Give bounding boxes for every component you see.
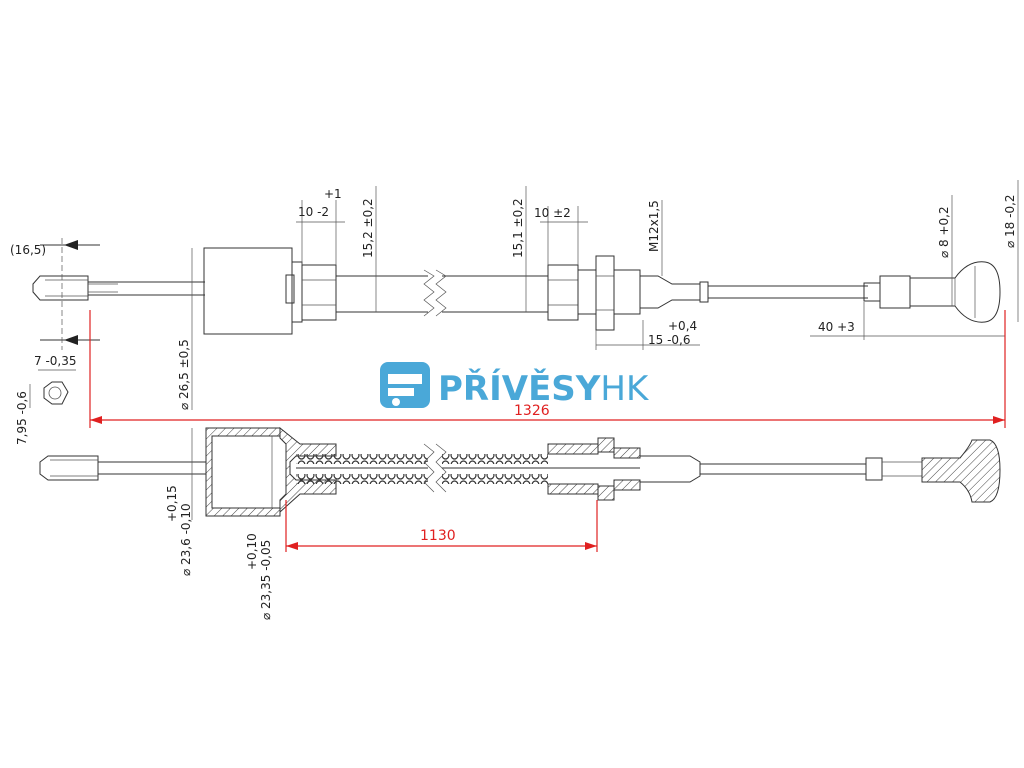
logo-text-main: PŘÍVĚSY (438, 368, 601, 409)
svg-text:PŘÍVĚSYHK: PŘÍVĚSYHK (438, 368, 650, 409)
dim-10-pm2: 10 ±2 (534, 206, 571, 220)
top-dimensions: (16,5) ⌀ 26,5 ±0,5 +1 10 -2 15,2 ±0,2 15… (10, 180, 1019, 410)
knob-section (921, 439, 1001, 503)
dim-23-6-tol: +0,15 (165, 485, 179, 522)
dim-d18: ⌀ 18 -0,2 (1003, 194, 1017, 248)
dim-1326: 1326 (514, 403, 550, 419)
dim-1326-group: 1326 (89, 310, 1006, 428)
hex-detail: 7 -0,35 7,95 -0,6 (15, 354, 77, 445)
dim-26-5: ⌀ 26,5 ±0,5 (177, 339, 191, 410)
section-view: +0,15 ⌀ 23,6 -0,10 +0,10 ⌀ 23,35 -0,05 (39, 426, 1001, 620)
hex-nut-left (301, 264, 337, 321)
dim-7-95: 7,95 -0,6 (15, 391, 29, 445)
dim-15-06: 15 -0,6 (648, 333, 691, 347)
pull-knob (909, 261, 1001, 323)
hex-nut-right (547, 264, 579, 321)
dim-23-35: ⌀ 23,35 -0,05 (259, 540, 273, 620)
dim-1130-group: 1130 (285, 500, 598, 552)
m12-nut (595, 255, 615, 331)
break-mark (423, 269, 435, 317)
eyelet-end (32, 275, 89, 301)
dim-m12: M12x1,5 (647, 200, 661, 252)
eyelet-section (39, 455, 99, 481)
hex-section (43, 381, 69, 405)
brand-logo: PŘÍVĚSYHK (380, 362, 650, 409)
dim-d8: ⌀ 8 +0,2 (937, 206, 951, 258)
dim-23-6: ⌀ 23,6 -0,10 (179, 503, 193, 576)
dim-23-35-tol: +0,10 (245, 533, 259, 570)
top-view (32, 247, 1001, 335)
dim-15-1: 15,1 ±0,2 (511, 198, 525, 258)
dim-10-tol: +1 (324, 187, 342, 201)
logo-icon (380, 362, 430, 408)
dim-40-3: 40 +3 (818, 320, 855, 334)
dim-15-2: 15,2 ±0,2 (361, 198, 375, 258)
dim-10-top: 10 -2 (298, 205, 329, 219)
dim-0-4: +0,4 (668, 319, 697, 333)
logo-text-hk: HK (600, 369, 650, 409)
sleeve-body (203, 247, 293, 335)
dim-1130: 1130 (420, 528, 456, 544)
dim-16-5: (16,5) (10, 243, 46, 257)
dim-7-035: 7 -0,35 (34, 354, 77, 368)
